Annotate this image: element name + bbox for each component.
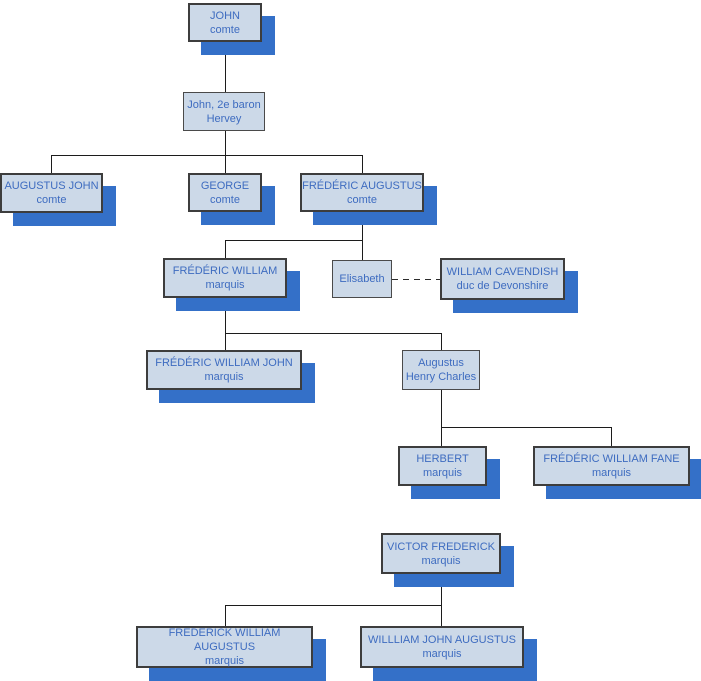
connector-john-hervey [225,42,226,92]
tree-node-frederic-william[interactable]: FRÉDÉRIC WILLIAM marquis [163,258,287,298]
connector-row4-horizontal [225,240,363,241]
connector-drop-augustus-john [51,155,52,173]
tree-node-william-cavendish[interactable]: WILLIAM CAVENDISH duc de Devonshire [440,258,565,300]
person-name: FRÉDÉRIC WILLIAM FANE [543,453,680,465]
tree-node-victor-frederick[interactable]: VICTOR FREDERICK marquis [381,533,501,574]
tree-node-frederic-william-fane[interactable]: FRÉDÉRIC WILLIAM FANE marquis [533,446,690,486]
connector-augustus-henry-charles-down [441,390,442,446]
person-title: marquis [591,467,632,479]
connector-drop-frederic-augustus [362,155,363,173]
person-name: FRÉDÉRIC WILLIAM [172,265,278,277]
tree-node-herbert[interactable]: HERBERT marquis [398,446,487,486]
connector-victor-frederick-down [441,574,442,605]
person-title: comte [210,193,240,206]
connector-drop-augustus-henry-charles [441,333,442,350]
tree-node-john-2e-baron-hervey[interactable]: John, 2e baron Hervey [183,92,265,131]
person-name: WILLLIAM JOHN AUGUSTUS [368,634,516,646]
person-title: marquis [422,467,463,479]
tree-node-john[interactable]: JOHN comte [188,3,262,42]
connector-row3-horizontal [51,155,363,156]
connector-hervey-down [225,131,226,173]
connector-drop-frederick-william-augustus [225,605,226,626]
person-name: AUGUSTUS JOHN [4,180,99,192]
person-title: marquis [204,655,245,667]
connector-row5-horizontal [225,333,442,334]
person-name: John, 2e baron [187,98,261,111]
person-name: WILLIAM CAVENDISH [446,266,559,278]
connector-drop-willliam-john-augustus [441,605,442,626]
connector-drop-frederic-william [225,240,226,258]
person-title: marquis [204,371,244,383]
connector-marriage-dashed [392,279,440,280]
tree-node-augustus-henry-charles[interactable]: Augustus Henry Charles [402,350,480,390]
person-name: FRÉDÉRIC AUGUSTUS [302,179,422,192]
person-name: FREDERICK WILLIAM AUGUSTUS [168,627,281,653]
connector-drop-frederic-william-fane [611,427,612,446]
tree-node-elisabeth[interactable]: Elisabeth [332,260,392,298]
person-name: Augustus [418,357,464,369]
connector-frederic-augustus-down [362,212,363,260]
connector-row6-horizontal [441,427,611,428]
person-title: duc de Devonshire [456,280,549,292]
person-name: VICTOR FREDERICK [387,540,495,553]
person-title: comte [347,193,377,206]
connector-frederic-william-down [225,298,226,350]
tree-node-george[interactable]: GEORGE comte [188,173,262,212]
person-title: marquis [422,648,462,660]
person-title: comte [36,194,67,206]
person-title: Hervey [206,112,242,125]
person-title: comte [210,23,240,36]
person-name: Elisabeth [339,273,385,285]
tree-node-frederic-augustus[interactable]: FRÉDÉRIC AUGUSTUS comte [300,173,424,212]
person-title: Henry Charles [405,371,477,383]
person-name: HERBERT [416,453,469,465]
person-name: GEORGE [200,179,250,192]
person-title: marquis [421,554,461,567]
tree-node-augustus-john[interactable]: AUGUSTUS JOHN comte [0,173,103,213]
person-name: JOHN [210,9,240,22]
tree-node-frederick-william-augustus[interactable]: FREDERICK WILLIAM AUGUSTUS marquis [136,626,313,668]
tree-node-willliam-john-augustus[interactable]: WILLLIAM JOHN AUGUSTUS marquis [360,626,524,668]
person-name: FRÉDÉRIC WILLIAM JOHN [155,357,293,369]
connector-row8-horizontal [225,605,442,606]
tree-node-frederic-william-john[interactable]: FRÉDÉRIC WILLIAM JOHN marquis [146,350,302,390]
person-title: marquis [205,279,245,291]
